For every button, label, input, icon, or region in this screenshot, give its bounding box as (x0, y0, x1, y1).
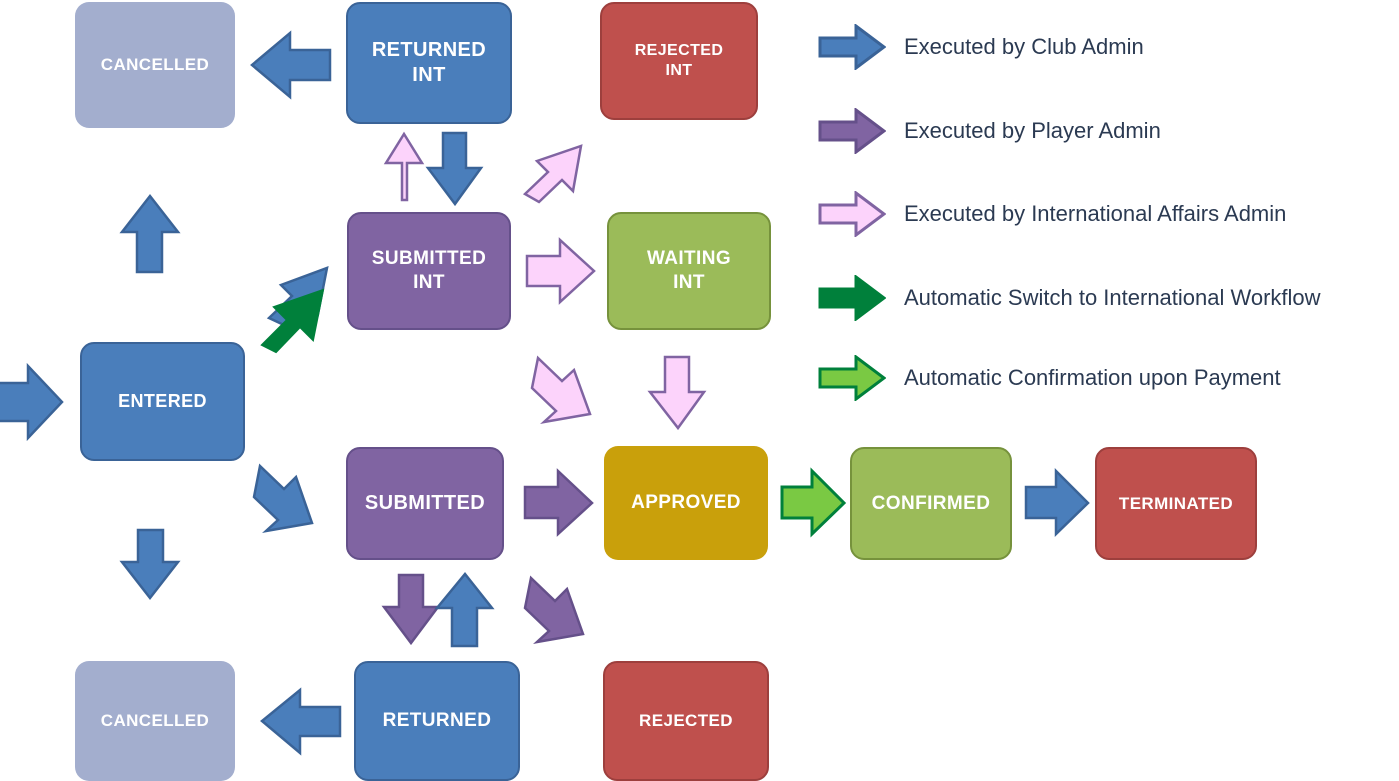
state-node-label: REJECTED (639, 711, 733, 731)
state-node-label: SUBMITTED (364, 492, 486, 514)
legend-intl-admin: Executed by International Affairs Admin (818, 184, 1286, 244)
state-node-cancelled-int[interactable]: CANCELLED (75, 2, 235, 128)
state-node-label: RETURNED (382, 710, 492, 732)
arrow-waiting-int-to-submitted (530, 355, 592, 424)
legend-player-admin: Executed by Player Admin (818, 101, 1161, 161)
arrow-entered-to-cancelled (119, 193, 181, 274)
legend-arrow-icon (818, 108, 886, 154)
arrow-returned-int-to-submitted-int (425, 131, 484, 207)
arrow-returned-int-to-cancelled (250, 30, 332, 100)
state-node-rejected[interactable]: REJECTED (603, 661, 769, 781)
arrow-submitted-to-approved (523, 468, 594, 537)
arrow-submitted-int-to-rejected-int (522, 144, 583, 204)
legend-arrow-icon (818, 191, 886, 237)
arrow-entered-to-returned (119, 528, 181, 601)
state-node-label: CONFIRMED (871, 492, 991, 514)
legend-arrow-icon (818, 355, 886, 401)
arrow-submitted-int-to-returned-int (383, 131, 425, 202)
arrow-confirmed-to-terminated (1024, 467, 1090, 537)
arrow-start-to-entered (0, 362, 64, 442)
state-node-entered[interactable]: ENTERED (80, 342, 245, 461)
legend-club-admin: Executed by Club Admin (818, 17, 1144, 77)
state-node-confirmed[interactable]: CONFIRMED (850, 447, 1012, 560)
legend-auto-confirm: Automatic Confirmation upon Payment (818, 348, 1281, 408)
state-node-returned[interactable]: RETURNED (354, 661, 520, 781)
legend-arrow-icon (818, 275, 886, 321)
state-node-label: TERMINATED (1118, 493, 1234, 513)
arrow-waiting-int-to-approved (647, 355, 707, 431)
state-node-cancelled[interactable]: CANCELLED (75, 661, 235, 781)
state-node-label: CANCELLED (100, 55, 210, 75)
arrow-returned-to-cancelled (260, 687, 342, 756)
state-node-label: CANCELLED (100, 711, 210, 731)
arrow-returned-to-submitted (434, 572, 495, 648)
state-node-label: APPROVED (631, 492, 741, 514)
state-node-submitted[interactable]: SUBMITTED (346, 447, 504, 560)
arrow-submitted-int-to-waiting-int (525, 237, 596, 305)
arrow-entered-to-submitted (252, 463, 314, 533)
state-node-approved[interactable]: APPROVED (604, 446, 768, 560)
state-node-terminated[interactable]: TERMINATED (1095, 447, 1257, 560)
arrow-submitted-to-rejected (523, 575, 585, 644)
arrow-approved-to-confirmed (780, 467, 847, 538)
legend-label: Executed by Club Admin (904, 34, 1144, 59)
arrow-submitted-to-returned (381, 573, 441, 646)
state-node-label: ENTERED (118, 391, 207, 412)
arrow-auto-switch-international (260, 288, 325, 354)
legend-label: Automatic Switch to International Workfl… (904, 285, 1321, 310)
legend-arrow-icon (818, 24, 886, 70)
legend-label: Automatic Confirmation upon Payment (904, 365, 1281, 390)
legend-auto-switch: Automatic Switch to International Workfl… (818, 268, 1321, 328)
legend-label: Executed by International Affairs Admin (904, 201, 1287, 226)
arrow-entered-to-submitted-int (266, 266, 329, 327)
legend-label: Executed by Player Admin (904, 118, 1161, 143)
